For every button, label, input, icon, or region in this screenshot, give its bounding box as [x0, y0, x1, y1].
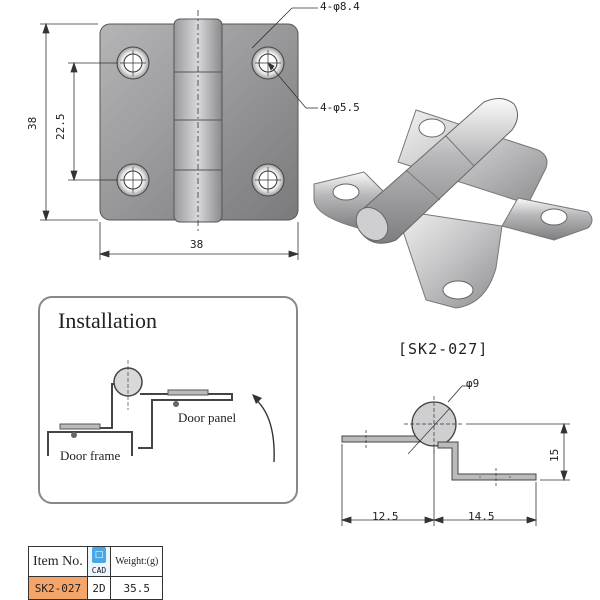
installation-title: Installation — [58, 308, 157, 333]
installation-diagram — [47, 360, 275, 463]
cad-label: CAD — [91, 566, 107, 575]
dim-width-38: 38 — [190, 238, 204, 251]
cell-weight: 35.5 — [110, 576, 164, 600]
file-icon: □ — [91, 547, 106, 563]
dim-left-width: 12.5 — [372, 510, 399, 523]
top-view-drawing — [40, 7, 318, 260]
dim-height-38: 38 — [26, 116, 39, 130]
note-large-holes: 4-φ8.4 — [320, 0, 360, 13]
note-small-holes: 4-φ5.5 — [320, 101, 360, 114]
header-weight: Weight:(g) — [110, 546, 164, 577]
label-door-panel: Door panel — [178, 410, 237, 425]
installation-panel: Installation Door panel Door frame — [38, 296, 298, 504]
header-item-no: Item No. — [28, 546, 88, 577]
side-view-drawing — [340, 385, 570, 526]
dim-side-height: 15 — [548, 448, 561, 462]
dim-diameter: φ9 — [466, 377, 480, 390]
hinge-product-render — [313, 98, 593, 309]
cell-item-no: SK2-027 — [28, 576, 88, 600]
model-caption: [SK2-027] — [398, 340, 489, 358]
spec-table: Item No. □ CAD Weight:(g) SK2-027 2D 35.… — [28, 546, 164, 600]
dim-right-width: 14.5 — [468, 510, 495, 523]
label-door-frame: Door frame — [60, 448, 121, 463]
cell-format[interactable]: 2D — [86, 576, 112, 600]
dim-hole-spacing: 22.5 — [54, 113, 67, 141]
cad-header[interactable]: □ CAD — [86, 546, 112, 577]
